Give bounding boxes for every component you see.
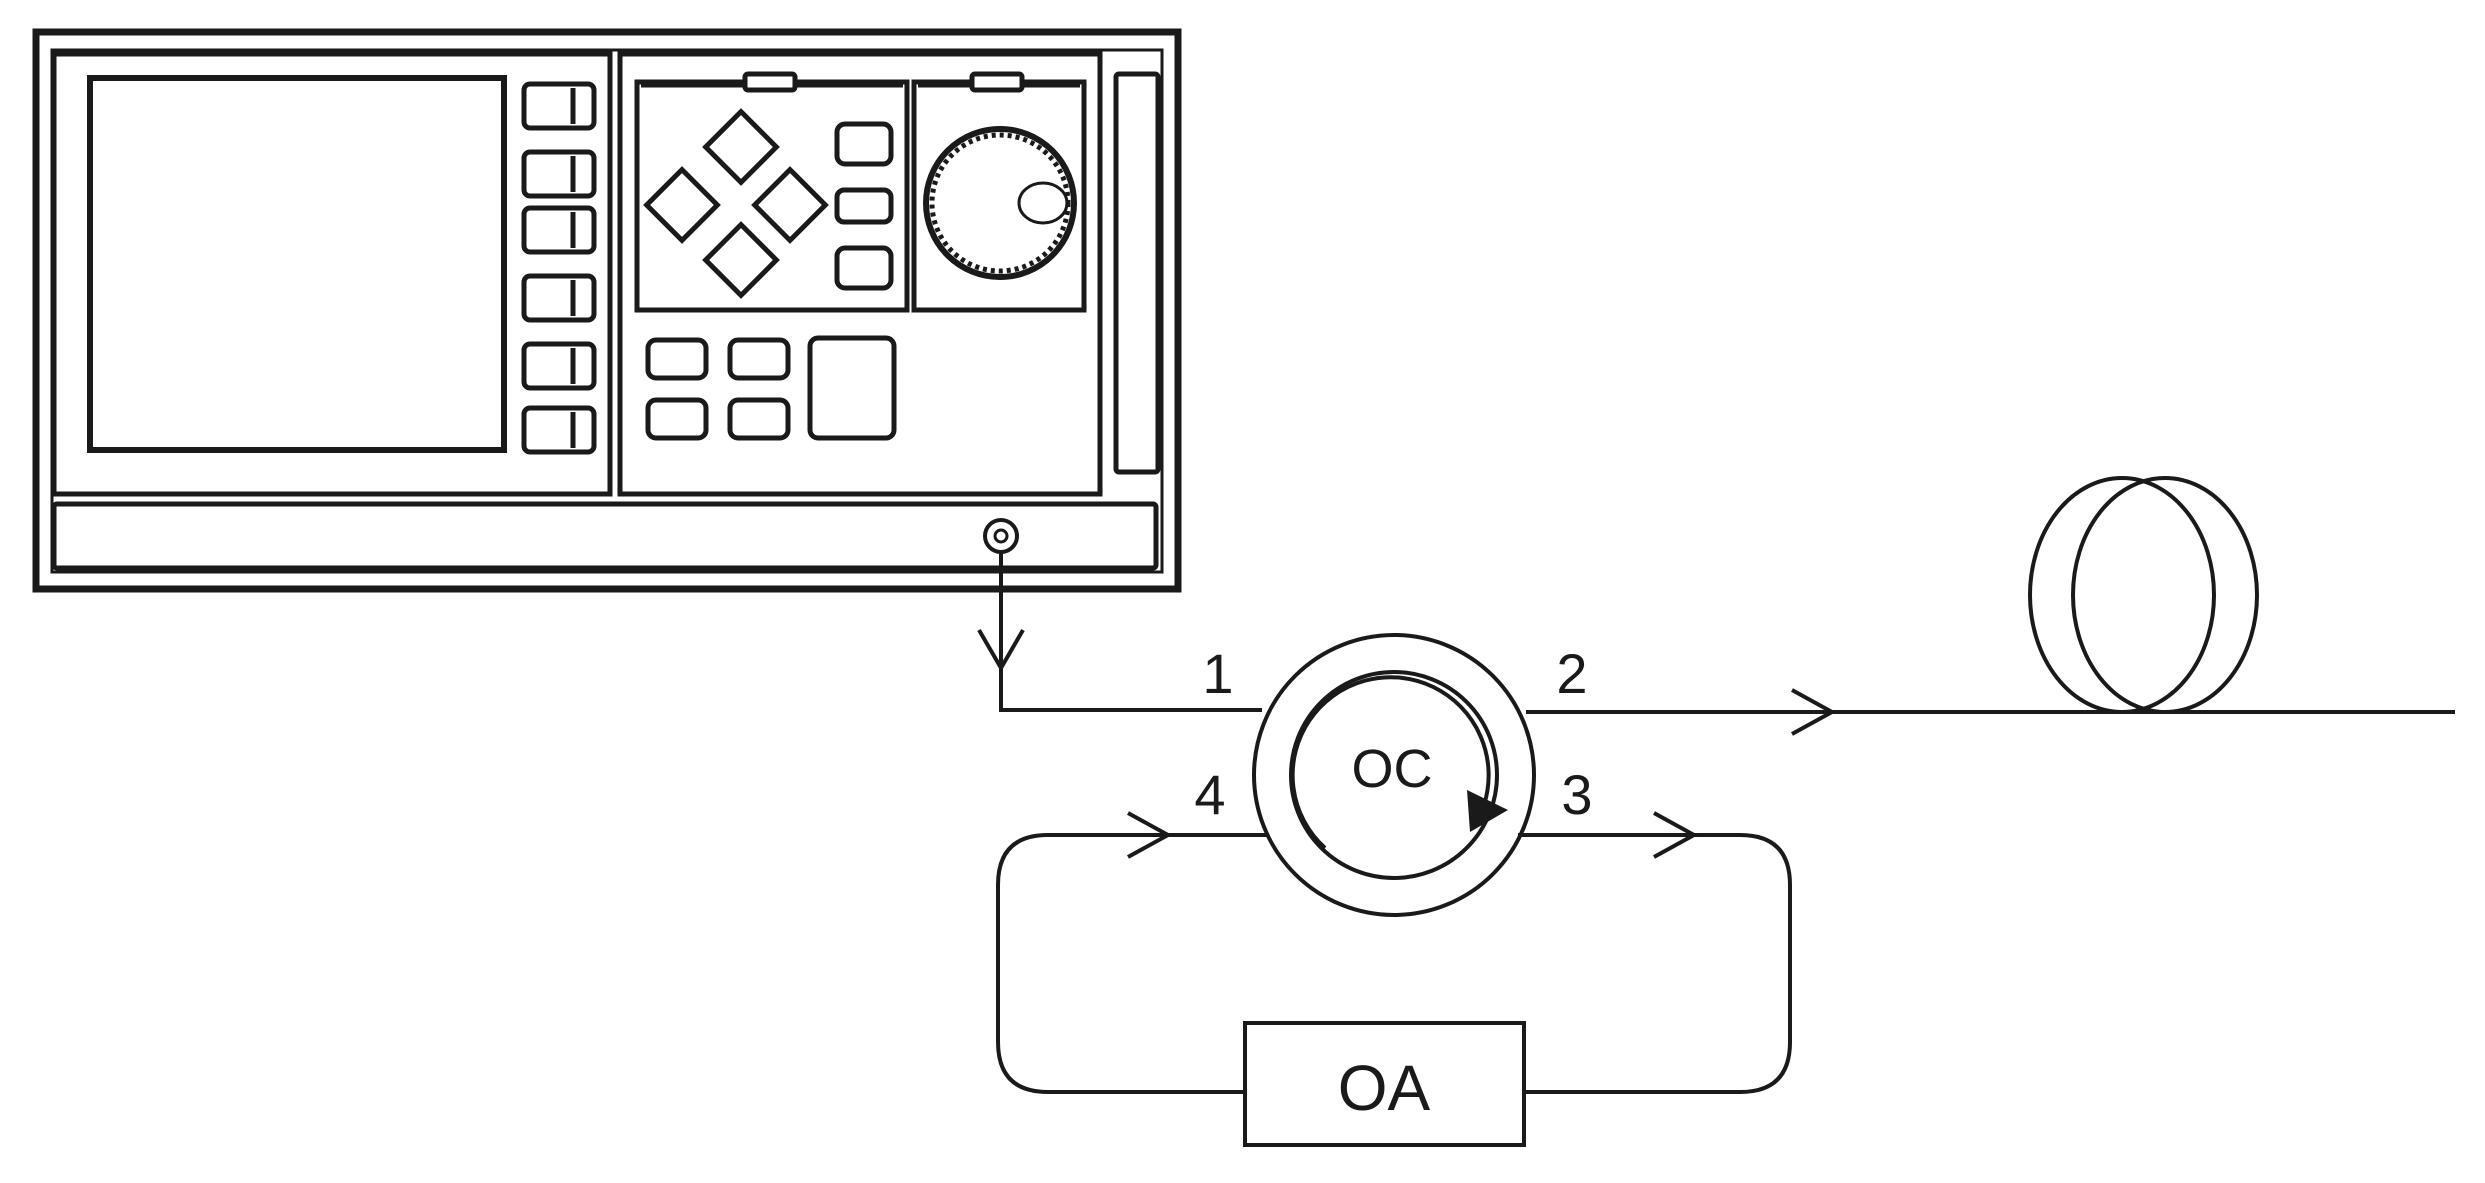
arrow-down-key[interactable]: [702, 221, 780, 299]
navigation-slot: [742, 71, 798, 93]
amplifier-label: OA: [1338, 1052, 1431, 1124]
keypad-key[interactable]: [727, 397, 791, 441]
optical-amplifier: [1243, 1021, 1526, 1147]
large-key[interactable]: [807, 335, 897, 441]
arrow-right-key[interactable]: [751, 166, 829, 244]
softkey[interactable]: [521, 341, 597, 391]
keypad-key[interactable]: [645, 397, 709, 441]
side-slot: [1113, 71, 1161, 475]
port-label-2: 2: [1556, 642, 1587, 705]
connector-strip: [51, 501, 1159, 571]
softkey[interactable]: [521, 81, 597, 131]
circulator-label: OC: [1352, 739, 1433, 799]
instrument-outer-frame: [32, 28, 1182, 593]
softkey[interactable]: [521, 205, 597, 255]
fiber-direction-arrow: [1653, 811, 1699, 859]
port-label-3: 3: [1561, 763, 1592, 826]
circulation-arrow: [1290, 675, 1491, 850]
optical-output-core: [993, 528, 1009, 544]
softkey[interactable]: [521, 273, 597, 323]
keypad-key[interactable]: [645, 337, 709, 381]
control-panel: [617, 51, 1103, 497]
arrow-left-key[interactable]: [643, 166, 721, 244]
optical-output-port[interactable]: [983, 518, 1019, 554]
rotary-knob[interactable]: [923, 126, 1077, 280]
fiber-spool-icon: [2028, 476, 2259, 714]
fiber-circuit: [977, 476, 2455, 1147]
fiber-loop-port3-to-port4: [996, 833, 1792, 1094]
knob-slot: [969, 71, 1025, 93]
fiber-instrument-to-port1: [999, 550, 1262, 712]
port-label-1: 1: [1202, 642, 1233, 705]
fiber-direction-arrow: [1127, 811, 1173, 859]
arrow-up-key[interactable]: [702, 108, 780, 186]
function-key[interactable]: [834, 121, 894, 167]
function-key[interactable]: [834, 245, 894, 291]
fiber-direction-arrow: [977, 628, 1025, 672]
fiber-direction-arrow: [1791, 688, 1837, 736]
function-key[interactable]: [834, 187, 894, 225]
knob-finger-dimple: [1017, 181, 1069, 225]
softkey[interactable]: [521, 405, 597, 455]
display-screen: [87, 75, 507, 453]
optical-circulator: [1252, 633, 1536, 917]
softkey-column: [521, 81, 597, 455]
display-panel: [51, 51, 613, 497]
keypad-key[interactable]: [727, 337, 791, 381]
knob-ridge: [929, 132, 1071, 274]
softkey[interactable]: [521, 149, 597, 199]
port-label-4: 4: [1194, 763, 1225, 826]
navigation-cluster: [634, 79, 910, 313]
test-instrument: [32, 28, 1182, 593]
circulation-arrowhead: [1467, 790, 1508, 832]
